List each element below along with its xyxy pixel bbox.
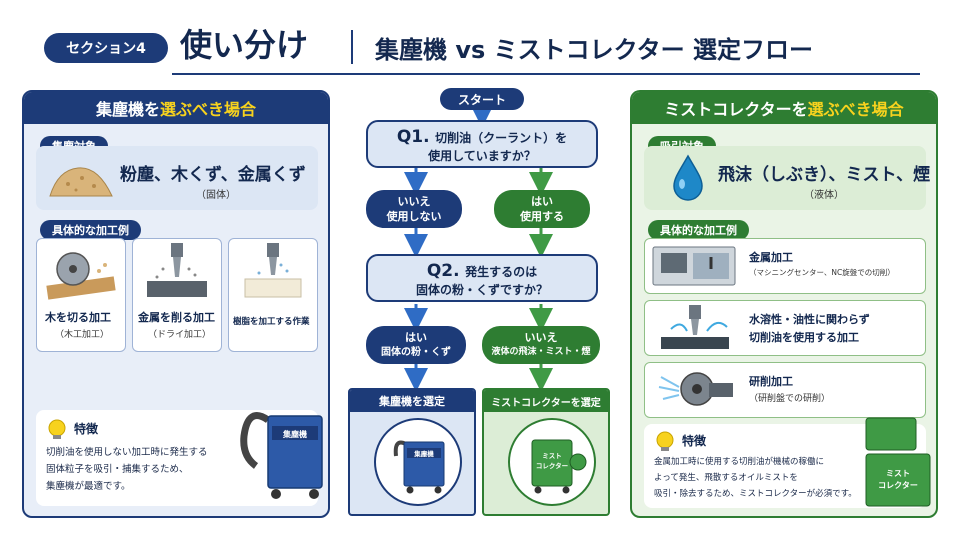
answer-label: はい xyxy=(405,331,427,344)
feature-line: よって発生、飛散するオイルミストを xyxy=(654,473,798,483)
q1-answer-no: いいえ 使用しない xyxy=(366,190,462,228)
example-title: 木を切る加工 xyxy=(45,311,111,324)
example-wood-cutting: 木を切る加工 （木工加工） xyxy=(36,238,126,352)
mist-collector-machine-icon: ミスト コレクター xyxy=(865,417,931,507)
machine-label: ミスト xyxy=(542,452,562,460)
dust-feature-text: 切削油を使用しない加工時に発生する 固体粒子を吸引・捕集するため、 集塵機が最適… xyxy=(46,444,208,495)
dust-panel-title: 集塵機を xyxy=(95,100,160,119)
machining-center-icon xyxy=(652,246,736,286)
section-badge: セクション4 xyxy=(44,33,168,63)
mist-panel-header: ミストコレクターを選ぶべき場合 xyxy=(632,92,936,124)
feature-line: 固体粒子を吸引・捕集するため、 xyxy=(46,464,189,475)
q2-answer-yes: はい 固体の粉・くず xyxy=(366,326,466,364)
machine-label: 集塵機 xyxy=(282,429,307,439)
droplet-icon xyxy=(673,154,703,201)
mist-examples-label: 具体的な加工例 xyxy=(648,220,749,240)
question-1: Q1. 切削油（クーラント）を 使用していますか？ xyxy=(366,120,598,168)
result-mist-circle: ミスト コレクター xyxy=(508,418,596,506)
answer-label: はい xyxy=(531,195,553,208)
q2-line-2: 固体の粉・くずですか？ xyxy=(415,283,548,297)
machine-label: ミスト xyxy=(886,469,910,478)
feature-line: 切削油を使用しない加工時に発生する xyxy=(46,447,208,458)
example-subtitle: （マシニングセンター、NC旋盤での切削） xyxy=(749,268,895,277)
grinder-icon xyxy=(658,372,733,406)
drill-bit-icon xyxy=(147,243,207,297)
example-resin-processing: 樹脂を加工する作業 xyxy=(228,238,318,352)
result-dust-title: 集塵機を選定 xyxy=(350,390,474,412)
example-grinding: 研削加工 （研削盤での研削） xyxy=(644,362,926,418)
feature-line: 金属加工時に使用する切削油が機械の稼働に xyxy=(654,457,825,467)
dust-collector-machine-icon: 集塵機 xyxy=(240,412,323,499)
resin-drill-icon xyxy=(244,243,302,298)
dust-panel-header: 集塵機を選ぶべき場合 xyxy=(24,92,328,124)
example-metal-machining: 金属加工 （マシニングセンター、NC旋盤での切削） xyxy=(644,238,926,294)
coolant-drill-icon xyxy=(661,305,729,349)
q2-line-1: 発生するのは xyxy=(465,265,538,279)
answer-label: いいえ xyxy=(524,331,558,344)
result-mist-collector: ミストコレクターを選定 ミスト コレクター xyxy=(482,388,610,516)
dust-target-text: 粉塵、木くず、金属くず xyxy=(120,165,306,185)
answer-label: いいえ xyxy=(397,195,431,208)
q1-line-2: 使用していますか？ xyxy=(428,149,536,163)
title-separator xyxy=(351,30,353,64)
lightbulb-icon xyxy=(48,419,66,439)
q2-answer-no: いいえ 液体の飛沫・ミスト・煙 xyxy=(482,326,600,364)
example-title: 研削加工 xyxy=(749,375,793,388)
dust-target-state: （固体） xyxy=(196,190,236,201)
feature-line: 集塵機が最適です。 xyxy=(46,481,131,492)
q1-answer-yes: はい 使用する xyxy=(494,190,590,228)
mist-feature-text: 金属加工時に使用する切削油が機械の稼働に よって発生、飛散するオイルミストを 吸… xyxy=(654,454,857,502)
mist-panel-title-highlight: 選ぶべき場合 xyxy=(807,100,904,119)
example-coolant-machining: 水溶性・油性に関わらず 切削油を使用する加工 xyxy=(644,300,926,356)
machine-label: 集塵機 xyxy=(413,449,434,458)
example-subtitle: （ドライ加工） xyxy=(148,330,212,340)
result-dust-collector: 集塵機を選定 集塵機 xyxy=(348,388,476,516)
example-dry-metal-cutting: 金属を削る加工 （ドライ加工） xyxy=(132,238,222,352)
example-title: 金属加工 xyxy=(749,251,793,264)
example-subtitle: （木工加工） xyxy=(55,330,110,340)
result-dust-circle: 集塵機 xyxy=(374,418,462,506)
answer-detail: 使用しない xyxy=(386,210,442,223)
dust-examples-label: 具体的な加工例 xyxy=(40,220,141,240)
example-title: 金属を削る加工 xyxy=(138,311,215,324)
dust-target-box: 粉塵、木くず、金属くず （固体） xyxy=(36,146,318,210)
mist-target-text: 飛沫（しぶき）、ミスト、煙 xyxy=(718,165,931,185)
header-underline xyxy=(172,73,920,75)
dust-collector-icon: 集塵機 xyxy=(393,440,445,494)
mist-feature-label: 特徴 xyxy=(682,434,707,448)
example-subtitle: （研削盤での研削） xyxy=(749,394,831,404)
answer-detail: 液体の飛沫・ミスト・煙 xyxy=(491,347,591,357)
example-title: 水溶性・油性に関わらず xyxy=(749,313,870,326)
page-title: 使い分け xyxy=(180,26,309,64)
mist-collector-icon: ミスト コレクター xyxy=(531,439,587,494)
mist-target-box: 飛沫（しぶき）、ミスト、煙 （液体） xyxy=(644,146,930,210)
sawdust-pile-icon xyxy=(49,167,113,197)
question-2: Q2. 発生するのは 固体の粉・くずですか？ xyxy=(366,254,598,302)
flow-start: スタート xyxy=(440,88,524,110)
mist-panel-title: ミストコレクターを xyxy=(664,100,808,119)
example-subtitle: 切削油を使用する加工 xyxy=(749,331,859,344)
dust-feature-label: 特徴 xyxy=(74,422,99,436)
machine-label: コレクター xyxy=(878,480,918,490)
answer-detail: 使用する xyxy=(520,210,564,223)
dust-panel-title-highlight: 選ぶべき場合 xyxy=(160,100,257,119)
q1-number: Q1. xyxy=(396,127,430,147)
page-subtitle: 集塵機 vs ミストコレクター 選定フロー xyxy=(375,36,814,64)
q2-number: Q2. xyxy=(426,261,460,281)
saw-blade-icon xyxy=(46,252,116,300)
lightbulb-icon xyxy=(656,431,674,451)
feature-line: 吸引・除去するため、ミストコレクターが必須です。 xyxy=(654,489,857,499)
mist-target-state: （液体） xyxy=(804,190,844,201)
answer-detail: 固体の粉・くず xyxy=(381,347,451,358)
machine-label: コレクター xyxy=(536,461,568,470)
result-mist-title: ミストコレクターを選定 xyxy=(484,390,608,412)
q1-line-1: 切削油（クーラント）を xyxy=(435,131,568,145)
example-title: 樹脂を加工する作業 xyxy=(233,317,310,327)
